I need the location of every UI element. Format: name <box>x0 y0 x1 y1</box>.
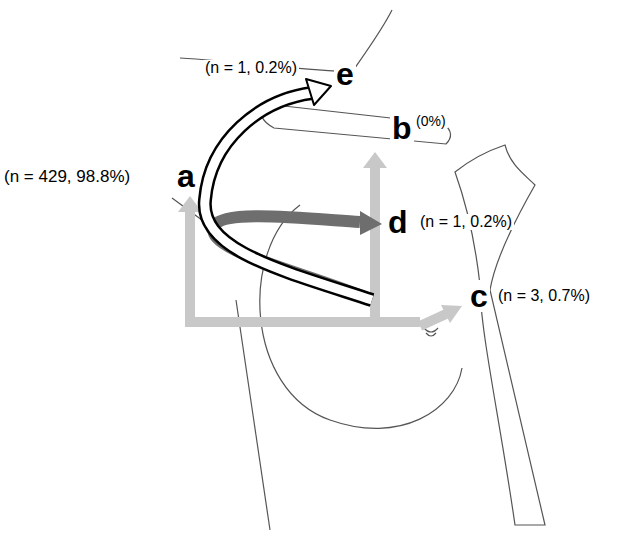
callout-letter: b <box>390 112 414 144</box>
callout-letter: c <box>468 280 490 312</box>
arrowhead-e <box>306 79 331 105</box>
arrow-c-shaft <box>420 314 446 326</box>
neck-line <box>352 10 392 72</box>
body-outline <box>172 10 545 530</box>
count-label: (n = 429, 98.8%) <box>2 168 132 185</box>
callout-letter: a <box>175 160 197 192</box>
axilla-line <box>236 300 270 530</box>
nipple <box>424 328 438 336</box>
sternum <box>455 145 545 525</box>
arrow-e-fill <box>205 93 372 300</box>
direction-arrows <box>178 79 462 326</box>
arrowhead-d <box>360 211 382 235</box>
breast-outline <box>260 205 462 428</box>
arrowhead-c <box>441 305 462 323</box>
count-label: (n = 1, 0.2%) <box>418 214 514 230</box>
arrow-e-outline <box>205 93 372 300</box>
callout-letter: d <box>386 206 410 238</box>
callout-letter: e <box>334 58 356 90</box>
clavicle <box>262 104 451 144</box>
arrowhead-b <box>363 152 387 168</box>
count-label: (n = 3, 0.7%) <box>496 288 592 304</box>
count-label: (0%) <box>414 114 448 128</box>
count-label: (n = 1, 0.2%) <box>203 60 299 76</box>
